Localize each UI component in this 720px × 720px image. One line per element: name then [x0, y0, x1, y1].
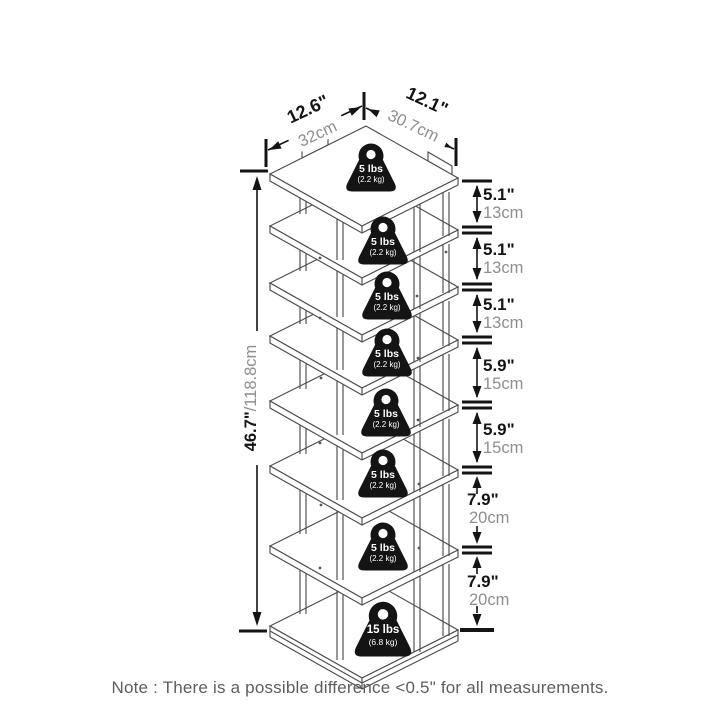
gap-4-cm: 15cm [483, 375, 524, 393]
weight-kg: (2.2 kg) [369, 481, 397, 490]
gap-6-cm: 20cm [469, 509, 510, 527]
weight-lbs: 5 lbs [374, 408, 398, 420]
weight-label: 5 lbs (2.2 kg) [351, 469, 415, 490]
weight-lbs: 5 lbs [371, 236, 395, 248]
rack-structure [268, 125, 460, 690]
weight-lbs: 5 lbs [375, 291, 399, 303]
gap-1-inch: 5.1" [483, 185, 515, 204]
weight-kg: (2.2 kg) [373, 360, 401, 369]
weight-kg: (2.2 kg) [369, 248, 397, 257]
weight-label: 5 lbs (2.2 kg) [339, 163, 403, 184]
weight-lbs: 5 lbs [371, 542, 395, 554]
weight-kg: (2.2 kg) [373, 303, 401, 312]
height-label: 46.7"/118.8cm [242, 331, 265, 465]
gap-6-inch: 7.9" [467, 490, 499, 509]
weight-label: 5 lbs (2.2 kg) [355, 348, 419, 369]
gap-2-cm: 13cm [483, 259, 524, 277]
weight-lbs: 5 lbs [359, 163, 383, 175]
gap-5-cm: 15cm [483, 439, 524, 457]
weight-kg: (2.2 kg) [357, 175, 385, 184]
weight-kg: (2.2 kg) [369, 554, 397, 563]
weight-kg: (2.2 kg) [372, 420, 400, 429]
gap-2-inch: 5.1" [483, 240, 515, 259]
weight-label: 5 lbs (2.2 kg) [351, 542, 415, 563]
weight-label: 5 lbs (2.2 kg) [351, 236, 415, 257]
gap-1-cm: 13cm [483, 204, 524, 222]
measurement-note: Note : There is a possible difference <0… [111, 678, 609, 697]
height-inch: 46.7" [242, 411, 260, 452]
weight-lbs: 5 lbs [375, 348, 399, 360]
weight-lbs: 5 lbs [371, 469, 395, 481]
gap-7-cm: 20cm [469, 591, 510, 609]
height-metric: /118.8cm [242, 344, 260, 412]
gap-5-inch: 5.9" [483, 420, 515, 439]
screw-dots [318, 250, 448, 570]
weight-label: 5 lbs (2.2 kg) [354, 408, 418, 429]
weight-label-base: 15 lbs (6.8 kg) [351, 624, 415, 647]
shelf [268, 497, 460, 606]
gap-3-cm: 13cm [483, 314, 524, 332]
weight-kg: (6.8 kg) [368, 637, 398, 647]
gap-4-inch: 5.9" [483, 356, 515, 375]
weight-lbs: 15 lbs [366, 624, 400, 636]
gap-7-inch: 7.9" [467, 572, 499, 591]
weight-label: 5 lbs (2.2 kg) [355, 291, 419, 312]
gap-3-inch: 5.1" [483, 295, 515, 314]
